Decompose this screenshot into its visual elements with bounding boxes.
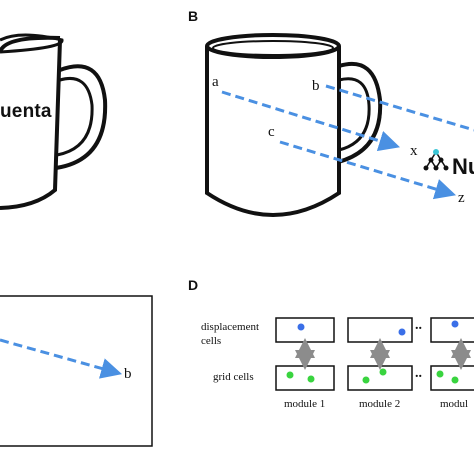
green-dot (379, 368, 387, 376)
cell-dots (286, 320, 459, 384)
point-label-a: a (212, 74, 219, 90)
arrow-c-z (279, 140, 457, 200)
panel-c-point-b: b (124, 366, 132, 382)
green-dot (286, 371, 294, 379)
ellipsis-bottom: .. (415, 366, 422, 381)
mug-brand-text: uenta (0, 101, 52, 122)
panel-letter-d: D (188, 277, 199, 293)
blue-dot (451, 320, 459, 328)
blue-dot (297, 323, 305, 331)
green-dot (307, 375, 315, 383)
module-label-1: module 1 (284, 398, 326, 410)
brand-text: Nu (452, 154, 474, 179)
green-dot (451, 376, 459, 384)
panel-c-arrow (0, 338, 123, 379)
displacement-box-1 (275, 317, 335, 343)
row-label-grid: grid cells (213, 371, 254, 383)
double-arrows (295, 338, 471, 370)
panel-c-frame (0, 295, 153, 447)
point-label-z: z (458, 190, 465, 206)
panel-letter-b: B (188, 8, 199, 24)
mug-left (0, 33, 108, 210)
module-label-3: modul (440, 398, 469, 410)
arrow-a-x (221, 90, 401, 152)
ellipsis-top: .. (415, 318, 422, 333)
blue-dot (398, 328, 406, 336)
grid-box-1 (275, 365, 335, 391)
mug-right (205, 33, 383, 218)
arrow-b-right (325, 84, 474, 132)
grid-box-2 (347, 365, 413, 391)
point-label-c: c (268, 124, 275, 140)
green-dot (362, 376, 370, 384)
point-label-x: x (410, 143, 418, 159)
module-label-2: module 2 (359, 398, 401, 410)
green-dot (436, 370, 444, 378)
network-logo-icon (423, 149, 449, 171)
row-label-displacement: displacement (201, 321, 260, 333)
row-label-cells: cells (201, 335, 222, 347)
point-label-b: b (312, 78, 320, 94)
panel-b-arrows (221, 84, 474, 200)
